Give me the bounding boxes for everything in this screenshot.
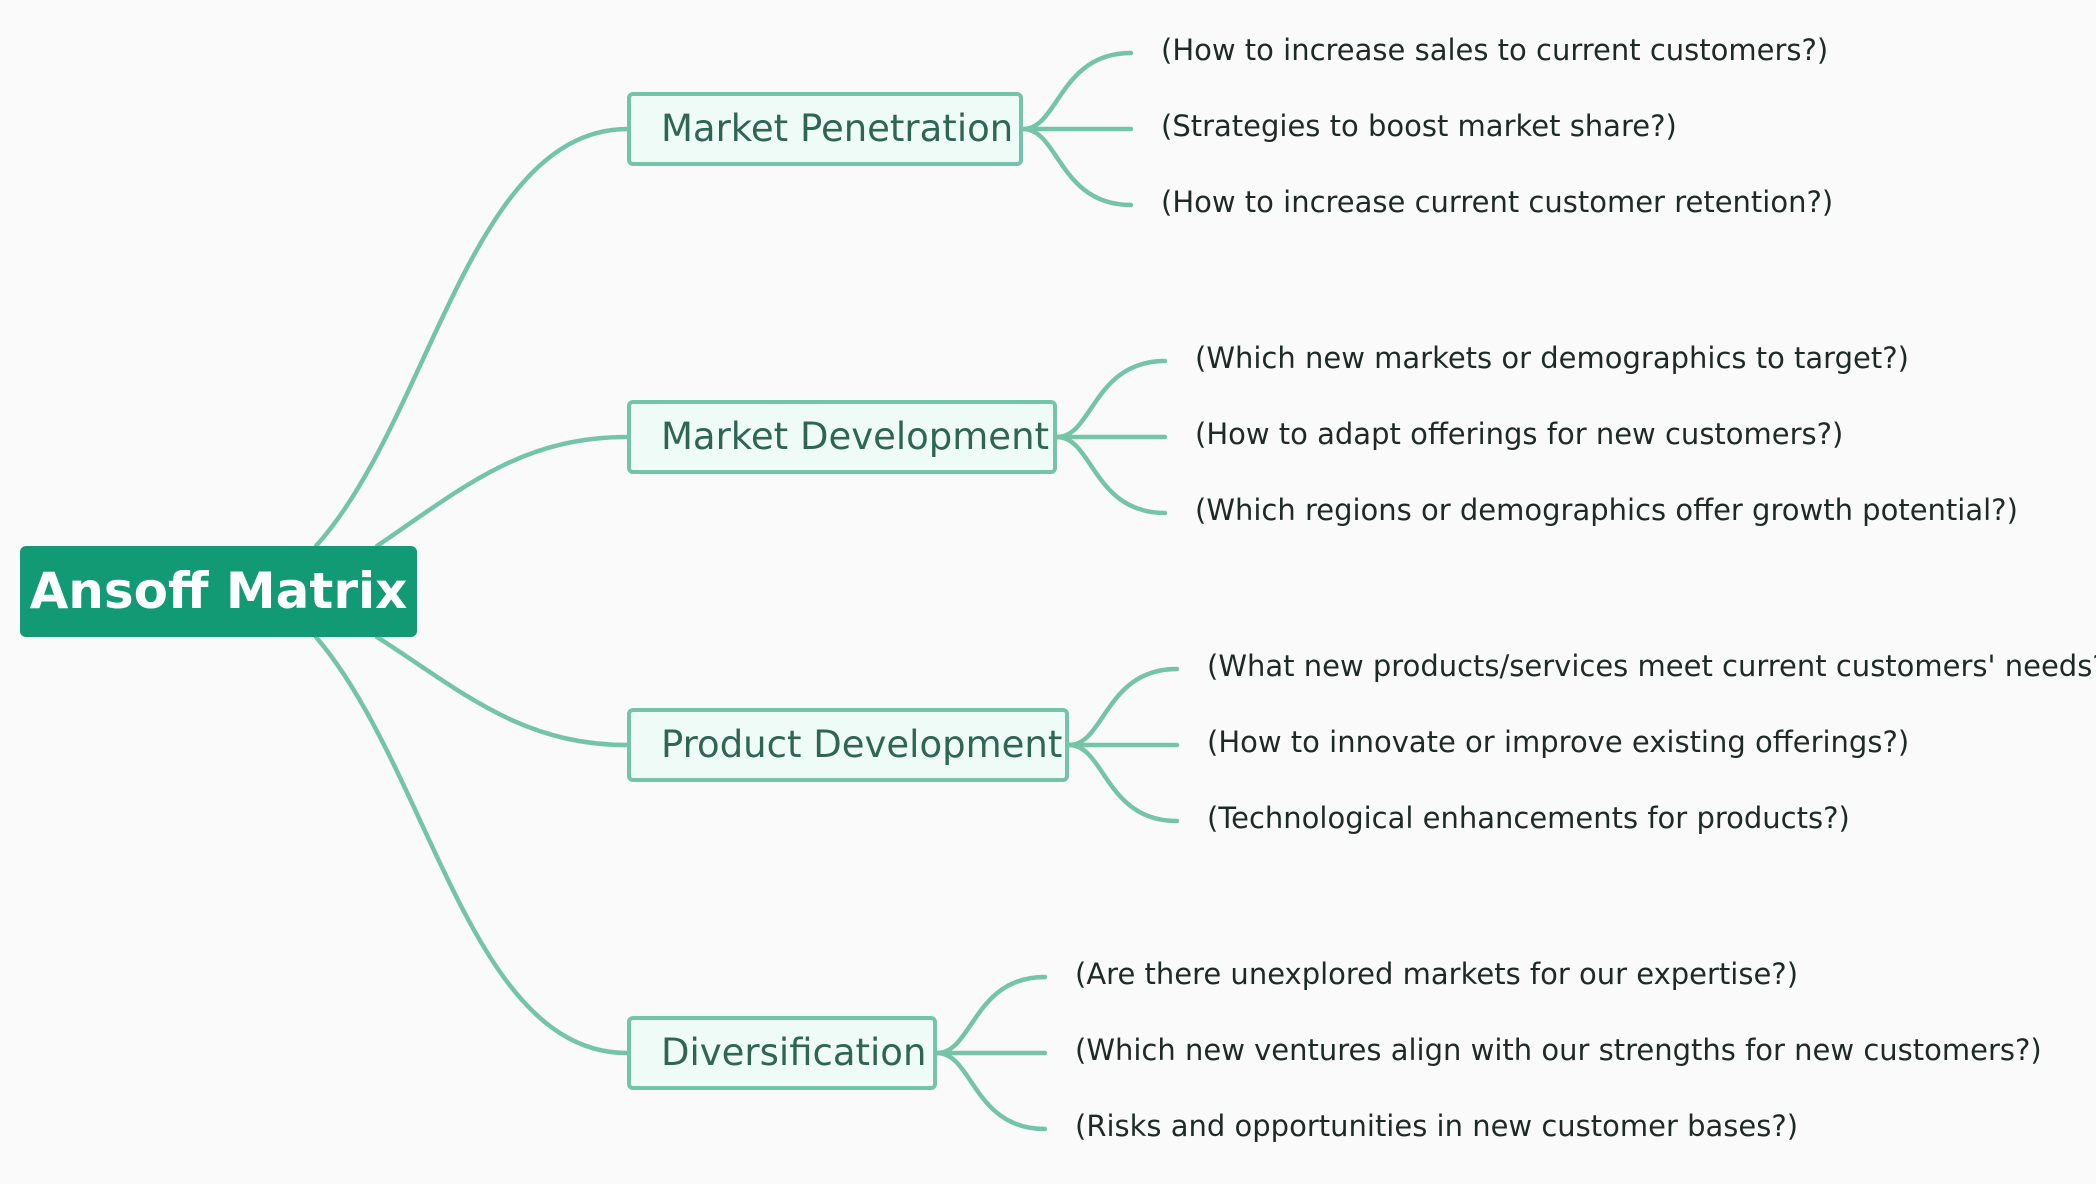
leaf-topic[interactable]: (How to adapt offerings for new customer… xyxy=(1195,417,1844,451)
connector-root-diversification xyxy=(313,634,630,1056)
connector-branch-0-leaf-0 xyxy=(1020,50,1134,132)
connector-branch-3-leaf-2 xyxy=(934,1050,1048,1132)
leaf-topic[interactable]: (Which new ventures align with our stren… xyxy=(1075,1033,2042,1067)
connector-root-market-penetration xyxy=(313,126,630,549)
leaf-topic[interactable]: (How to increase sales to current custom… xyxy=(1161,33,1829,67)
branch-label: Product Development xyxy=(661,723,1063,766)
leaf-topic[interactable]: (Are there unexplored markets for our ex… xyxy=(1075,957,1799,991)
leaf-topic[interactable]: (Risks and opportunities in new customer… xyxy=(1075,1109,1799,1143)
branch-product-development[interactable]: Product Development xyxy=(627,708,1069,782)
leaf-topic[interactable]: (Technological enhancements for products… xyxy=(1207,801,1850,835)
branch-label: Market Penetration xyxy=(661,107,1014,150)
root-node[interactable]: Ansoff Matrix xyxy=(20,546,417,637)
leaf-topic[interactable]: (Which regions or demographics offer gro… xyxy=(1195,493,2018,527)
leaf-topic[interactable]: (What new products/services meet current… xyxy=(1207,649,2096,683)
connector-branch-0-leaf-2 xyxy=(1020,126,1134,208)
connector-branch-2-leaf-0 xyxy=(1066,666,1180,748)
root-label: Ansoff Matrix xyxy=(29,562,408,620)
leaf-topic[interactable]: (Which new markets or demographics to ta… xyxy=(1195,341,1909,375)
branch-label: Diversification xyxy=(661,1031,927,1074)
leaf-topic[interactable]: (How to innovate or improve existing off… xyxy=(1207,725,1910,759)
branch-market-development[interactable]: Market Development xyxy=(627,400,1057,474)
connector-branch-1-leaf-0 xyxy=(1054,358,1168,440)
leaf-topic[interactable]: (How to increase current customer retent… xyxy=(1161,185,1834,219)
branch-diversification[interactable]: Diversification xyxy=(627,1016,937,1090)
leaf-topic[interactable]: (Strategies to boost market share?) xyxy=(1161,109,1677,143)
connector-branch-1-leaf-2 xyxy=(1054,434,1168,516)
branch-market-penetration[interactable]: Market Penetration xyxy=(627,92,1023,166)
connector-branch-2-leaf-2 xyxy=(1066,742,1180,824)
connector-root-product-development xyxy=(374,634,630,748)
connector-branch-3-leaf-0 xyxy=(934,974,1048,1056)
branch-label: Market Development xyxy=(661,415,1050,458)
connector-root-market-development xyxy=(374,434,630,549)
